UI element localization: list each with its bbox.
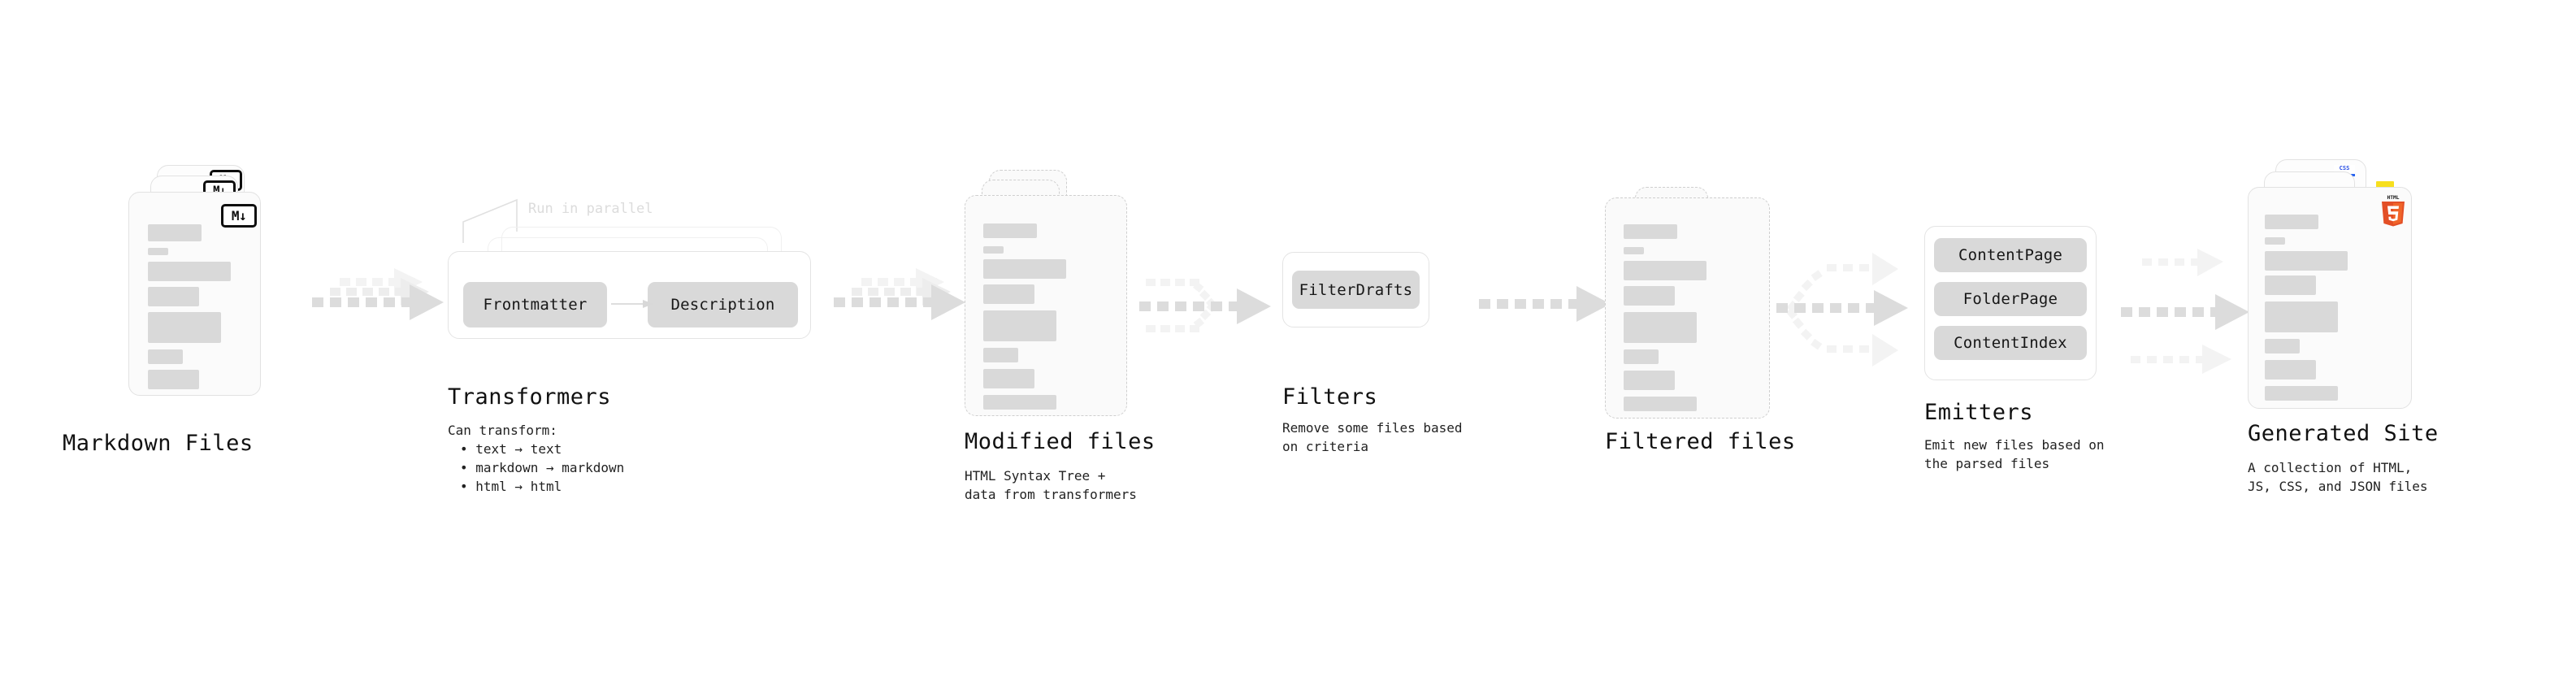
stage-title-generated-site: Generated Site xyxy=(2248,421,2439,446)
skeleton-bar xyxy=(983,259,1066,279)
skeleton-bar xyxy=(983,223,1037,238)
skeleton-bar xyxy=(1624,261,1706,280)
transformer-mini-arrow xyxy=(611,300,653,308)
filtered-file-front xyxy=(1605,197,1770,419)
skeleton-bar xyxy=(148,262,231,281)
markdown-badge: M↓ xyxy=(221,204,257,228)
skeleton-bar xyxy=(148,349,183,364)
stage-subtitle-filters: Remove some files based on criteria xyxy=(1282,420,1463,454)
skeleton-bar xyxy=(1624,349,1659,364)
skeleton-bar xyxy=(2265,339,2300,354)
emitter-pill-contentindex[interactable]: ContentIndex xyxy=(1934,326,2087,360)
modified-file-front xyxy=(965,195,1127,416)
annotation-run-in-parallel: Run in parallel xyxy=(528,201,653,217)
skeleton-bar xyxy=(2265,237,2285,245)
skeleton-bar xyxy=(148,224,202,241)
arrow-emitters-to-site xyxy=(2121,249,2249,374)
skeleton-bar xyxy=(1624,286,1675,306)
skeleton-bar xyxy=(983,246,1004,254)
stage-title-markdown-files: Markdown Files xyxy=(63,431,254,456)
arrow-transformers-to-modified xyxy=(834,268,965,320)
skeleton-bar xyxy=(1624,312,1697,343)
arrow-filtered-to-emitters xyxy=(1776,253,1908,367)
emitter-pill-contentpage[interactable]: ContentPage xyxy=(1934,238,2087,272)
stage-title-emitters: Emitters xyxy=(1924,400,2034,425)
skeleton-bar xyxy=(2265,301,2338,332)
arrow-modified-to-filters xyxy=(1139,279,1271,332)
stage-subtitle-transformers: Can transform: xyxy=(448,423,557,438)
list-item: markdown → markdown xyxy=(460,458,624,477)
transformer-pill-frontmatter[interactable]: Frontmatter xyxy=(463,282,607,327)
skeleton-bar xyxy=(983,369,1034,388)
skeleton-bar xyxy=(2265,215,2318,229)
html5-icon: HTML xyxy=(2382,195,2405,227)
list-item: html → html xyxy=(460,477,624,496)
skeleton-bar xyxy=(148,312,221,343)
filter-pill-filterdrafts[interactable]: FilterDrafts xyxy=(1292,271,1420,309)
skeleton-bar xyxy=(983,284,1034,304)
skeleton-bar xyxy=(2265,251,2348,271)
skeleton-bar xyxy=(983,310,1056,341)
stage-title-filtered-files: Filtered files xyxy=(1605,429,1796,454)
transformer-bullet-list: text → text markdown → markdown html → h… xyxy=(460,440,624,496)
stage-subtitle-generated-site: A collection of HTML, JS, CSS, and JSON … xyxy=(2248,460,2428,494)
skeleton-bar xyxy=(2265,275,2316,295)
run-in-parallel-leader xyxy=(462,198,518,243)
stage-subtitle-emitters: Emit new files based on the parsed files xyxy=(1924,437,2105,471)
skeleton-bar xyxy=(983,348,1018,362)
skeleton-bar xyxy=(2265,360,2316,380)
skeleton-bar xyxy=(148,248,168,255)
stage-title-filters: Filters xyxy=(1282,384,1378,410)
list-item: text → text xyxy=(460,440,624,458)
skeleton-bar xyxy=(1624,397,1697,411)
skeleton-bar xyxy=(1624,371,1675,390)
arrow-markdown-to-transformers xyxy=(312,268,444,320)
skeleton-bar xyxy=(1624,224,1677,239)
transformer-pill-description[interactable]: Description xyxy=(648,282,798,327)
emitter-pill-folderpage[interactable]: FolderPage xyxy=(1934,282,2087,316)
skeleton-bar xyxy=(148,287,199,306)
site-file-front xyxy=(2248,187,2412,409)
stage-title-transformers: Transformers xyxy=(448,384,612,410)
stage-title-modified-files: Modified files xyxy=(965,429,1156,454)
skeleton-bar xyxy=(983,395,1056,410)
arrow-filters-to-filtered xyxy=(1479,286,1611,322)
skeleton-bar xyxy=(2265,386,2338,401)
svg-text:HTML: HTML xyxy=(2387,195,2400,201)
stage-subtitle-modified-files: HTML Syntax Tree + data from transformer… xyxy=(965,468,1137,502)
skeleton-bar xyxy=(1624,247,1644,254)
skeleton-bar xyxy=(148,370,199,389)
